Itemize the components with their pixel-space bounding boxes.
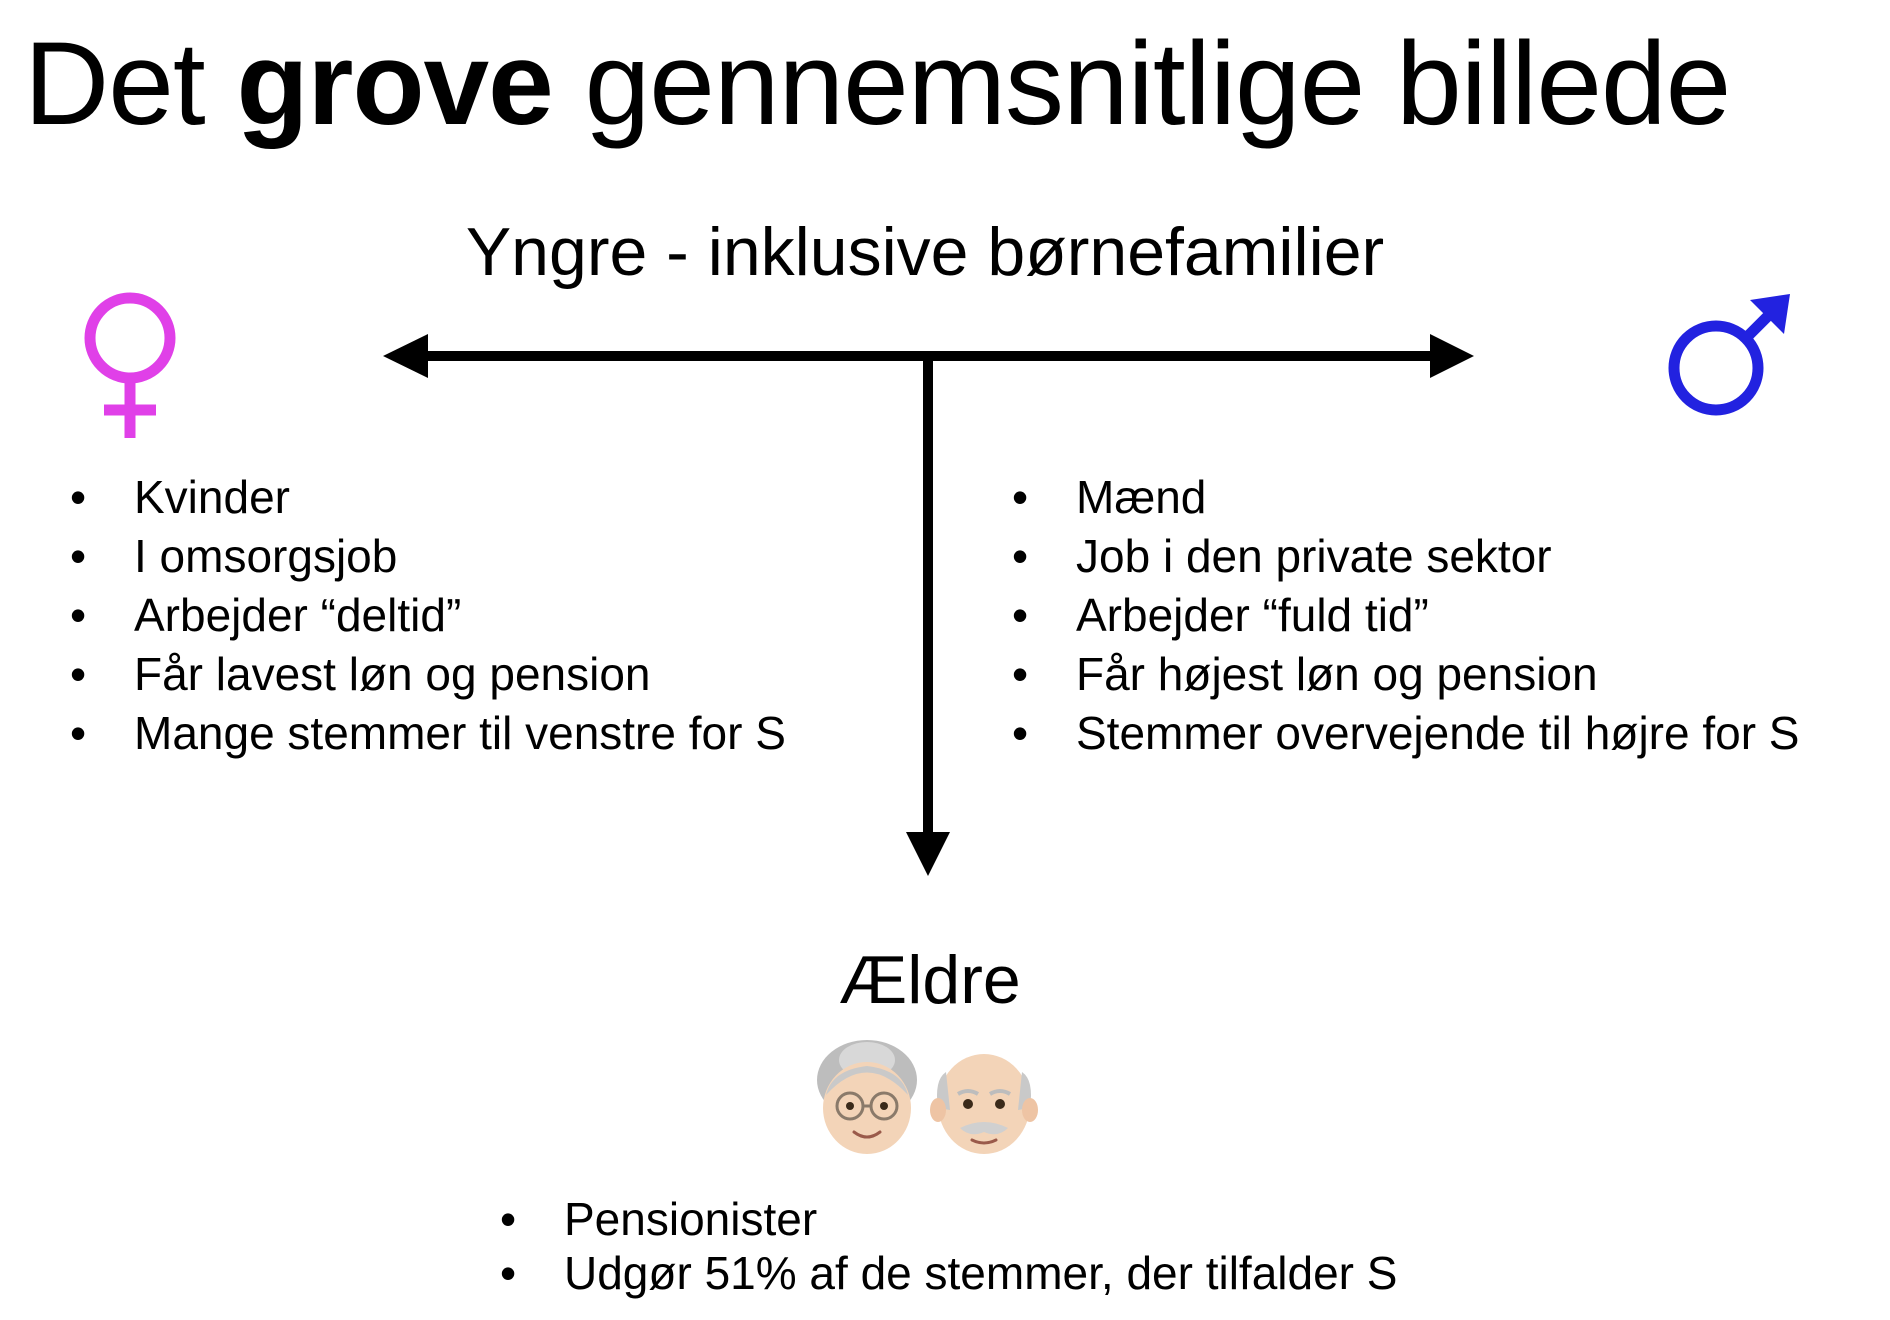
list-item: Stemmer overvejende til højre for S: [1012, 704, 1800, 763]
list-item: Får højest løn og pension: [1012, 645, 1800, 704]
list-item: Job i den private sektor: [1012, 527, 1800, 586]
list-item: Mange stemmer til venstre for S: [70, 704, 786, 763]
title-after: gennemsnitlige billede: [584, 18, 1732, 150]
list-item: Kvinder: [70, 468, 786, 527]
list-item: Får lavest løn og pension: [70, 645, 786, 704]
top-axis-label: Yngre - inklusive børnefamilier: [465, 214, 1385, 290]
list-item: Udgør 51% af de stemmer, der tilfalder S: [500, 1246, 1397, 1300]
female-symbol-icon: [84, 292, 176, 438]
page-title: Det grove gennemsnitlige billede: [24, 14, 1884, 154]
title-bold: grove: [236, 18, 553, 150]
elderly-emoji-row: [817, 1040, 1038, 1154]
right-arrowhead: [1430, 334, 1474, 378]
bottom-bullet-list: Pensionister Udgør 51% af de stemmer, de…: [500, 1192, 1397, 1300]
male-symbol-icon: [1668, 294, 1790, 416]
left-arrowhead: [383, 334, 428, 378]
left-bullet-list: Kvinder I omsorgsjob Arbejder “deltid” F…: [70, 468, 786, 763]
bottom-axis-label: Ældre: [839, 942, 1021, 1018]
down-arrowhead: [906, 832, 950, 876]
old-woman-emoji-icon: [817, 1040, 917, 1154]
list-item: Arbejder “deltid”: [70, 586, 786, 645]
list-item: Arbejder “fuld tid”: [1012, 586, 1800, 645]
old-man-emoji-icon: [930, 1054, 1038, 1154]
right-bullet-list: Mænd Job i den private sektor Arbejder “…: [1012, 468, 1800, 763]
list-item: I omsorgsjob: [70, 527, 786, 586]
title-before: Det: [24, 18, 206, 150]
list-item: Mænd: [1012, 468, 1800, 527]
list-item: Pensionister: [500, 1192, 1397, 1246]
